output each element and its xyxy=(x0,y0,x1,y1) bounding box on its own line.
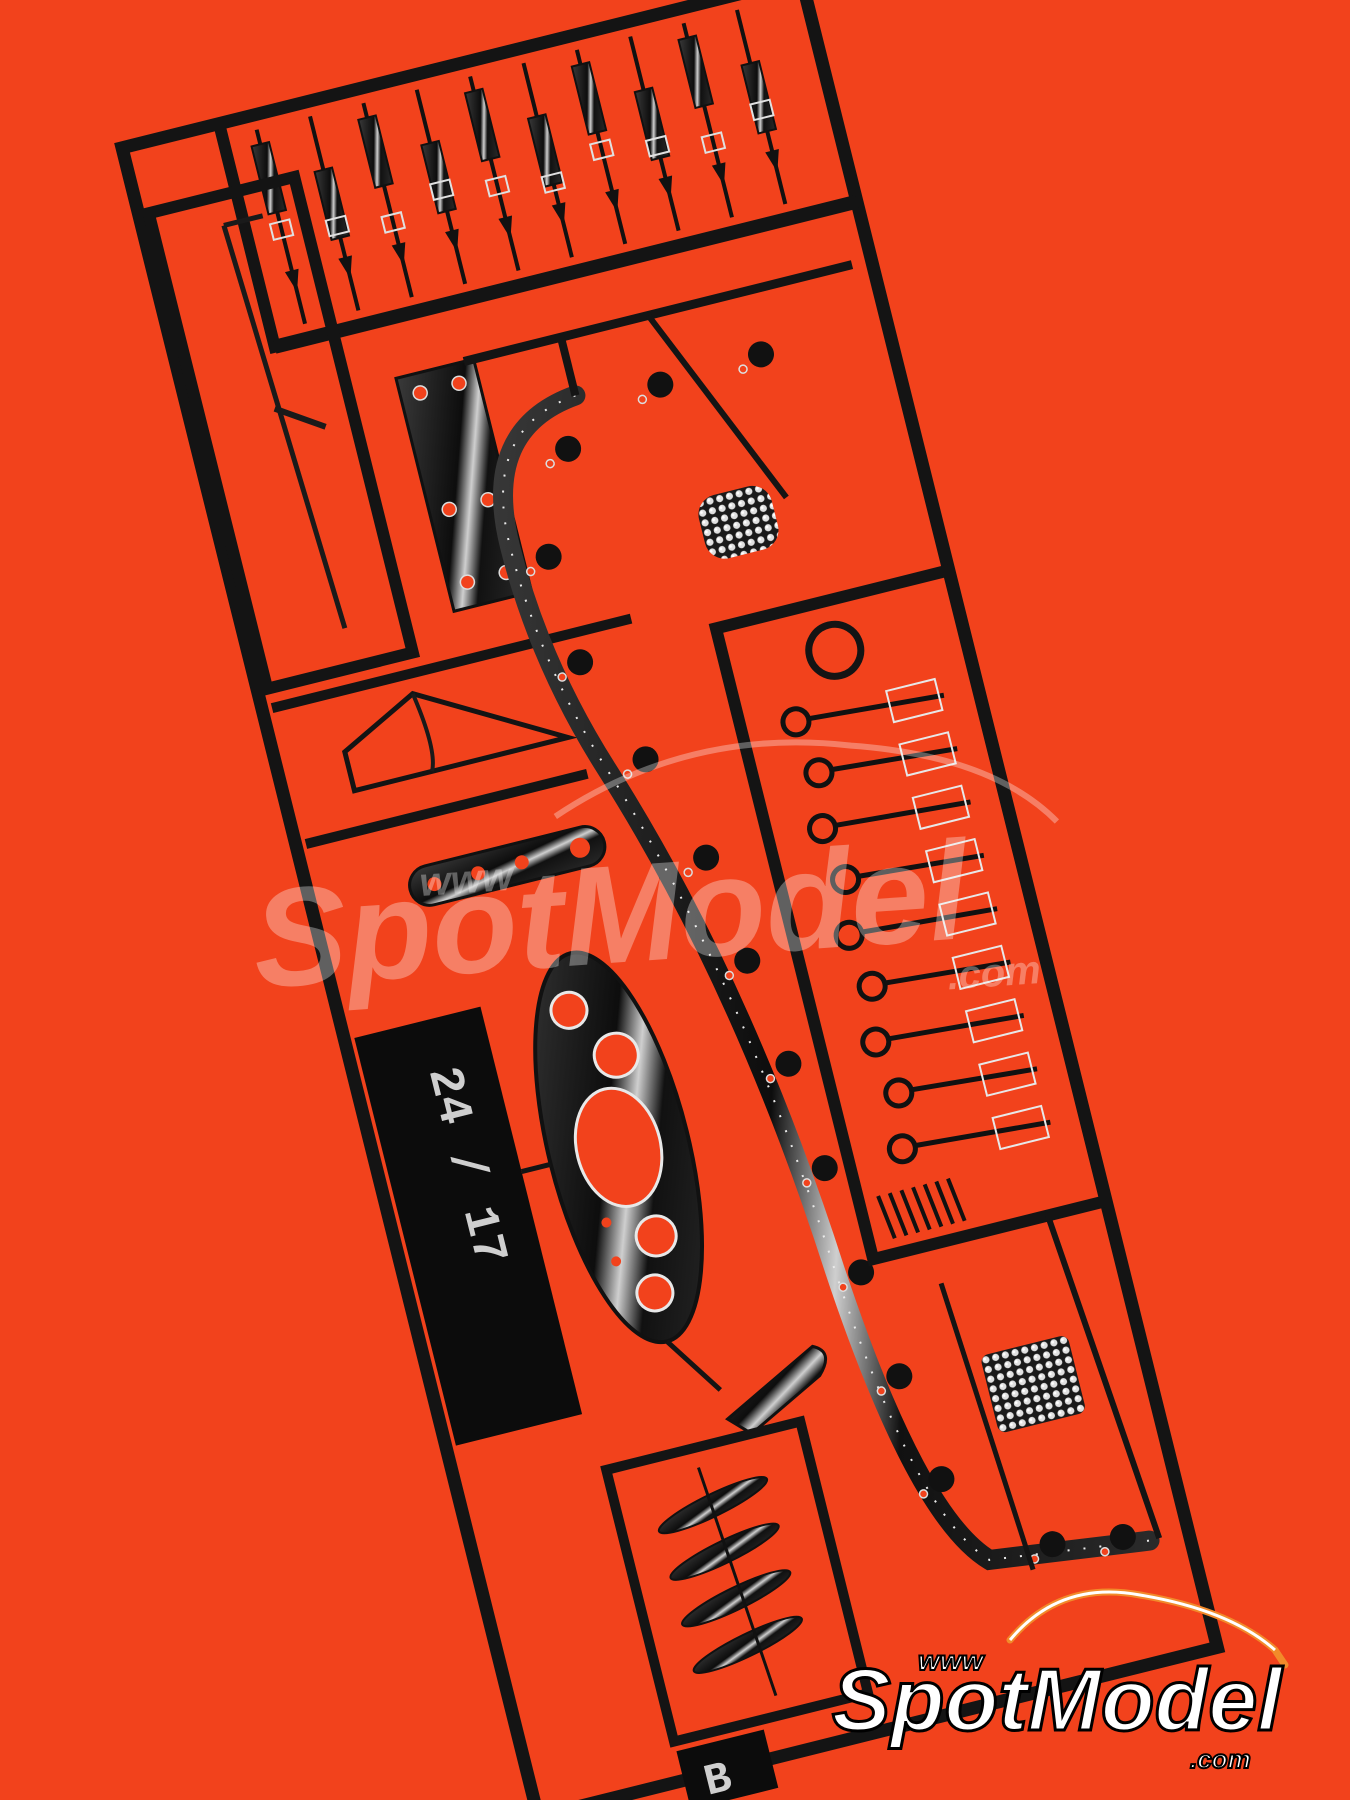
toggle-switch xyxy=(803,731,958,789)
pin-part xyxy=(677,22,734,218)
lower-left-frame xyxy=(600,1415,875,1748)
pin-part xyxy=(414,89,468,285)
toggle-switch xyxy=(883,1051,1038,1109)
rail-tab xyxy=(724,947,761,981)
rail-tab xyxy=(545,435,582,469)
toggle-switch xyxy=(860,997,1025,1058)
logo-prefix: www xyxy=(918,1645,986,1676)
logo-brand: SpotModel xyxy=(832,1650,1283,1749)
rail-tab xyxy=(637,371,674,405)
tiny-lever xyxy=(876,1195,897,1239)
corner-letter-block: B xyxy=(676,1729,779,1800)
tiny-lever xyxy=(911,1186,932,1231)
center-watermark-prefix: www xyxy=(418,854,517,905)
rail-tab xyxy=(557,649,594,682)
steering-hub xyxy=(805,620,865,680)
mesh-grille-upper xyxy=(698,485,779,559)
pin-part xyxy=(628,36,681,232)
curved-trim-rail xyxy=(493,385,1160,1571)
rail-tab xyxy=(876,1363,913,1396)
toggle-switch xyxy=(780,677,945,738)
rail-tab xyxy=(765,1050,802,1084)
blade-part xyxy=(681,1569,792,1628)
small-bracket xyxy=(408,825,607,907)
logo-suffix: .com xyxy=(1190,1744,1251,1774)
rail-tab xyxy=(802,1155,838,1188)
right-inner-frame xyxy=(708,563,1114,1267)
rail-tab xyxy=(683,844,720,878)
center-watermark-suffix: .com xyxy=(946,948,1042,998)
toggle-switch xyxy=(886,1104,1051,1165)
mesh-grille-lower xyxy=(981,1336,1085,1433)
rail-tab xyxy=(918,1466,955,1499)
pin-part xyxy=(463,75,521,272)
photo-etched-fret: 24 / 17 xyxy=(114,0,1226,1800)
rail-mounting-tabs xyxy=(525,341,1136,1564)
pin-part xyxy=(357,102,414,298)
rail-tab xyxy=(1100,1523,1136,1557)
tiny-lever xyxy=(887,1192,909,1237)
rail-tab xyxy=(525,543,562,577)
spotmodel-logo: www SpotModel .com xyxy=(831,1588,1289,1775)
gusset-part xyxy=(341,690,578,794)
pin-part xyxy=(735,9,788,205)
left-upper-rod xyxy=(221,224,348,629)
lower-bracket xyxy=(725,1344,828,1436)
top-parts-row xyxy=(211,0,865,355)
gauge-panel xyxy=(533,950,705,1345)
rail-tab xyxy=(738,341,774,374)
pin-part xyxy=(308,115,361,311)
blade-parts xyxy=(657,1467,803,1697)
switch-parts xyxy=(780,677,1051,1239)
blade-sprue xyxy=(697,1467,778,1697)
rail-tab xyxy=(622,746,659,779)
tiny-lever xyxy=(922,1183,944,1228)
toggle-switch xyxy=(856,944,1011,1002)
tiny-lever xyxy=(899,1189,920,1234)
rail-tab xyxy=(838,1259,875,1292)
pin-part xyxy=(570,49,628,245)
left-upper-frame xyxy=(141,169,421,697)
pin-part xyxy=(521,62,574,258)
tiny-lever xyxy=(934,1180,955,1225)
part-code-block: 24 / 17 xyxy=(354,1006,583,1446)
top-pin-parts xyxy=(250,9,788,325)
toggle-switch xyxy=(807,784,971,845)
toggle-switch xyxy=(830,837,985,896)
blade-part xyxy=(692,1615,803,1674)
tiny-lever xyxy=(946,1177,967,1222)
toggle-switch xyxy=(833,891,998,951)
